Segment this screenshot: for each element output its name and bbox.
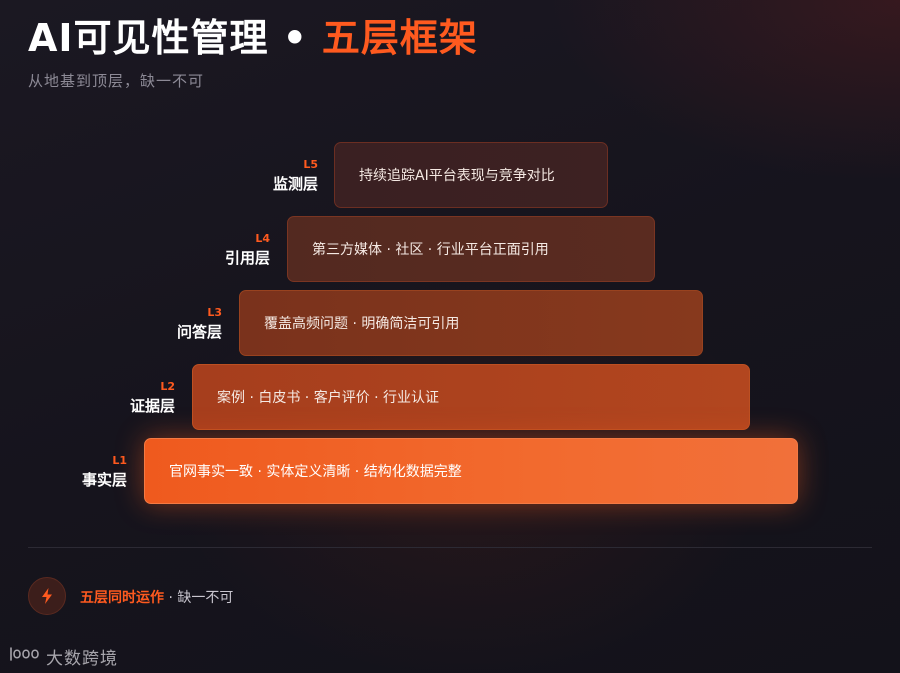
layer-name: 证据层: [129, 397, 175, 415]
page-subtitle: 从地基到顶层，缺一不可: [28, 72, 205, 90]
layer-code: L3: [207, 306, 222, 319]
layer-name: 监测层: [272, 175, 318, 193]
brand-logo-icon: [8, 644, 42, 668]
layer-bar-l5: 持续追踪AI平台表现与竞争对比: [334, 142, 608, 208]
layer-label-l5: L5 监测层: [238, 158, 318, 194]
divider: [28, 547, 872, 548]
layer-label-l1: L1 事实层: [47, 454, 127, 490]
page-title: AI可见性管理 • 五层框架: [28, 12, 478, 64]
layer-name: 引用层: [224, 249, 270, 267]
layer-bar-l4: 第三方媒体 · 社区 · 行业平台正面引用: [287, 216, 655, 282]
watermark-text: 大数跨境: [46, 648, 118, 669]
layer-code: L5: [303, 158, 318, 171]
watermark: 大数跨境: [8, 644, 118, 669]
title-main: AI可见性管理: [28, 16, 269, 60]
footer-note: 五层同时运作 · 缺一不可: [80, 587, 233, 607]
layer-bar-l2: 案例 · 白皮书 · 客户评价 · 行业认证: [192, 364, 750, 430]
lightning-icon: [28, 577, 66, 615]
title-accent: 五层框架: [321, 16, 478, 60]
layer-label-l2: L2 证据层: [95, 380, 175, 416]
layer-name: 事实层: [81, 471, 127, 489]
layer-label-l3: L3 问答层: [142, 306, 222, 342]
layer-bar-l1: 官网事实一致 · 实体定义清晰 · 结构化数据完整: [144, 438, 798, 504]
layer-code: L4: [255, 232, 270, 245]
layer-bar-l3: 覆盖高频问题 · 明确简洁可引用: [239, 290, 703, 356]
footer-strong: 五层同时运作: [80, 590, 164, 606]
layer-name: 问答层: [176, 323, 222, 341]
layer-label-l4: L4 引用层: [190, 232, 270, 268]
title-separator: •: [282, 16, 308, 60]
layer-code: L2: [160, 380, 175, 393]
footer-rest: · 缺一不可: [164, 590, 234, 606]
layer-code: L1: [112, 454, 127, 467]
